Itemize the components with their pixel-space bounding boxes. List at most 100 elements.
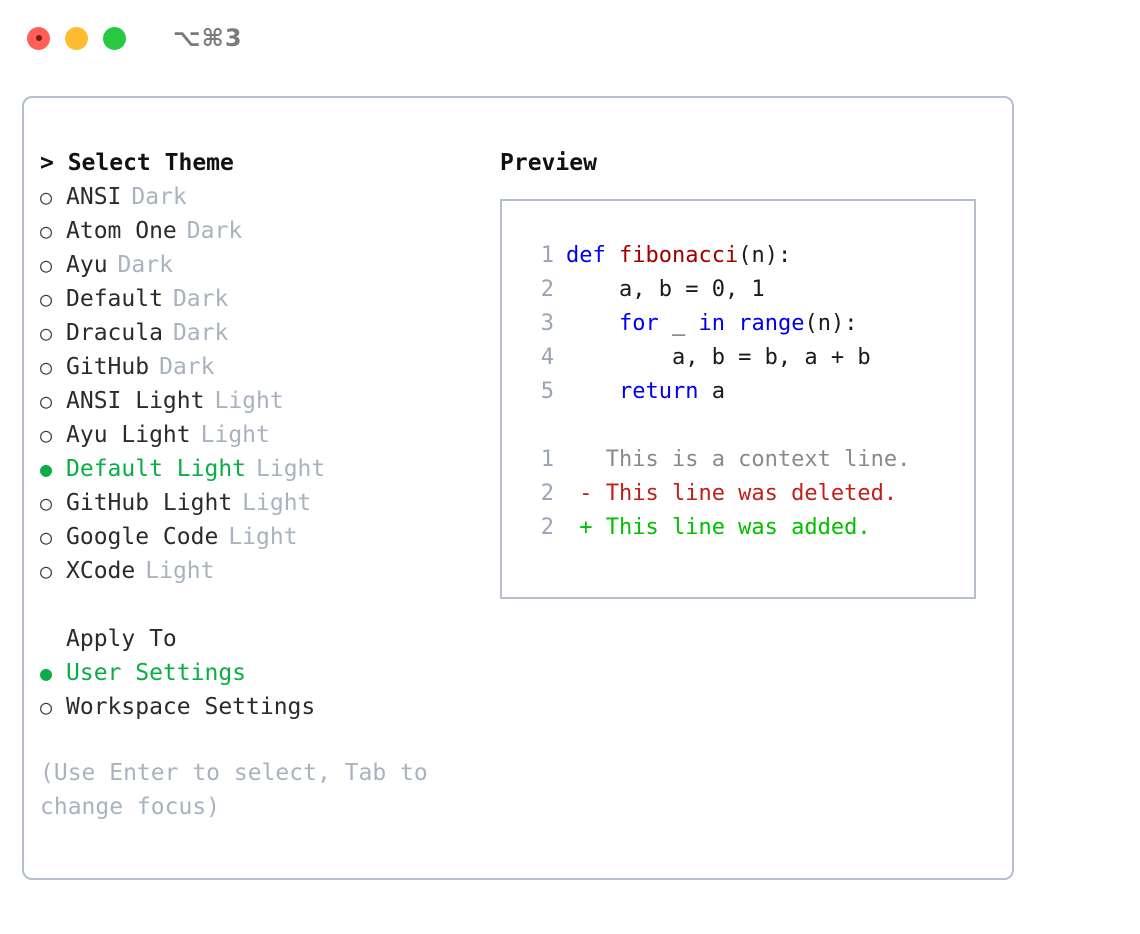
theme-option-label: ANSI Light <box>66 388 205 414</box>
radio-unselected-icon: ○ <box>40 559 53 583</box>
theme-option-6[interactable]: ○ ANSI Light Light <box>40 384 500 418</box>
diff-del-content: - This line was deleted. <box>566 481 898 506</box>
title-bar: ⌥⌘3 <box>0 0 1140 76</box>
radio-unselected-icon: ○ <box>40 321 53 345</box>
theme-option-tag: Light <box>214 388 284 414</box>
radio-unselected-icon: ○ <box>40 219 53 243</box>
theme-option-tag: Dark <box>159 354 215 380</box>
apply-option-1[interactable]: ○Workspace Settings <box>40 690 500 724</box>
theme-option-label: XCode <box>66 558 136 584</box>
token-plain: (n): <box>804 311 858 336</box>
theme-option-2[interactable]: ○ Ayu Dark <box>40 248 500 282</box>
theme-option-label: Default Light <box>66 456 247 482</box>
token-kw: range <box>738 311 805 336</box>
keyboard-hint: (Use Enter to select, Tab to change focu… <box>40 760 442 820</box>
line-number: 4 <box>540 345 554 370</box>
theme-option-tag: Dark <box>117 252 173 278</box>
theme-option-label: GitHub Light <box>66 490 233 516</box>
line-number: 2 <box>540 515 554 540</box>
list-spacer <box>40 588 500 622</box>
diff-sample: 1 This is a context line.2 - This line w… <box>524 443 974 545</box>
maximize-button[interactable] <box>103 26 126 50</box>
code-line: 5 return a <box>524 375 974 409</box>
theme-option-tag: Light <box>228 524 298 550</box>
theme-option-5[interactable]: ○ GitHub Dark <box>40 350 500 384</box>
theme-option-tag: Dark <box>186 218 243 244</box>
window-controls <box>27 26 126 50</box>
minimize-button[interactable] <box>65 26 88 50</box>
radio-unselected-icon: ○ <box>40 253 53 277</box>
token-plain: a, b = b, a + b <box>566 345 871 370</box>
apply-to-heading: Apply To <box>66 626 177 652</box>
token-kw: for <box>618 311 659 336</box>
theme-option-11[interactable]: ○ XCode Light <box>40 554 500 588</box>
token-fn: fibonacci <box>618 243 739 268</box>
select-theme-heading: > Select Theme <box>40 150 234 176</box>
close-button[interactable] <box>27 26 50 50</box>
token-plain: _ <box>658 311 699 336</box>
radio-unselected-icon: ○ <box>40 423 53 447</box>
line-content: def fibonacci(n): <box>566 239 791 273</box>
apply-to-list[interactable]: ● User Settings ○Workspace Settings <box>40 656 500 724</box>
theme-option-label: Atom One <box>66 218 177 244</box>
preview-title: Preview <box>500 150 597 176</box>
token-plain <box>566 311 619 336</box>
line-content: for _ in range(n): <box>566 307 857 341</box>
theme-option-label: Ayu <box>66 252 108 278</box>
token-plain: a <box>698 379 725 404</box>
radio-unselected-icon: ○ <box>40 287 53 311</box>
line-number: 2 <box>540 481 554 506</box>
theme-option-tag: Dark <box>131 184 187 210</box>
radio-unselected-icon: ○ <box>40 525 53 549</box>
theme-option-label: Dracula <box>66 320 163 346</box>
theme-option-7[interactable]: ○ Ayu Light Light <box>40 418 500 452</box>
token-kw: def <box>566 243 619 268</box>
token-plain: (n): <box>738 243 792 268</box>
token-kw: return <box>618 379 699 404</box>
radio-unselected-icon: ○ <box>40 695 53 719</box>
theme-option-label: Ayu Light <box>66 422 191 448</box>
diff-line: 1 This is a context line. <box>524 443 974 477</box>
theme-option-4[interactable]: ○ Dracula Dark <box>40 316 500 350</box>
line-number: 1 <box>540 243 554 268</box>
code-line: 4 a, b = b, a + b <box>524 341 974 375</box>
radio-unselected-icon: ○ <box>40 389 53 413</box>
token-plain <box>566 379 619 404</box>
keyboard-shortcut-label: ⌥⌘3 <box>173 24 243 52</box>
radio-unselected-icon: ○ <box>40 185 53 209</box>
line-number: 3 <box>540 311 554 336</box>
radio-selected-icon: ● <box>40 457 53 481</box>
line-content: a, b = b, a + b <box>566 341 871 375</box>
radio-unselected-icon: ○ <box>40 355 53 379</box>
theme-option-tag: Dark <box>172 320 229 346</box>
line-number: 1 <box>540 447 554 472</box>
diff-line: 2 + This line was added. <box>524 511 974 545</box>
theme-option-tag: Dark <box>172 286 229 312</box>
apply-option-0[interactable]: ● User Settings <box>40 656 500 690</box>
theme-option-tag: Light <box>145 558 215 584</box>
radio-unselected-icon: ○ <box>40 491 53 515</box>
radio-selected-icon: ● <box>40 661 53 685</box>
theme-option-10[interactable]: ○ Google Code Light <box>40 520 500 554</box>
apply-option-label: User Settings <box>66 660 247 686</box>
line-number: 5 <box>540 379 554 404</box>
theme-option-tag: Light <box>200 422 270 448</box>
theme-option-label: GitHub <box>66 354 150 380</box>
diff-line: 2 - This line was deleted. <box>524 477 974 511</box>
token-plain <box>725 311 738 336</box>
theme-option-label: Google Code <box>66 524 219 550</box>
token-plain: a, b = 0, 1 <box>566 277 765 302</box>
theme-option-1[interactable]: ○ Atom One Dark <box>40 214 500 248</box>
token-kw: in <box>698 311 725 336</box>
